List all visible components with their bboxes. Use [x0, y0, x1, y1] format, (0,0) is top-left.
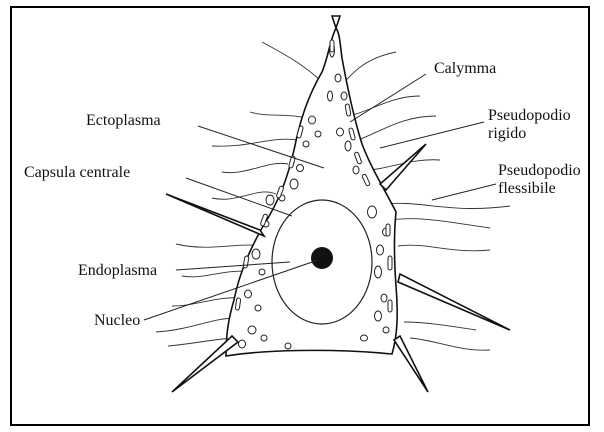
label-nucleo: Nucleo [94, 312, 140, 329]
label-endoplasma: Endoplasma [78, 262, 157, 279]
label-pseudopodio-flessibile-line1: Pseudopodio [498, 162, 581, 179]
nucleus [311, 247, 333, 269]
label-calymma: Calymma [434, 60, 496, 77]
label-capsula-centrale: Capsula centrale [24, 164, 130, 181]
label-pseudopodio-rigido-line1: Pseudopodio [488, 107, 571, 124]
label-ectoplasma: Ectoplasma [86, 112, 161, 129]
label-pseudopodio-rigido-line2: rigido [488, 125, 526, 142]
label-pseudopodio-flessibile-line2: flessibile [498, 180, 556, 197]
